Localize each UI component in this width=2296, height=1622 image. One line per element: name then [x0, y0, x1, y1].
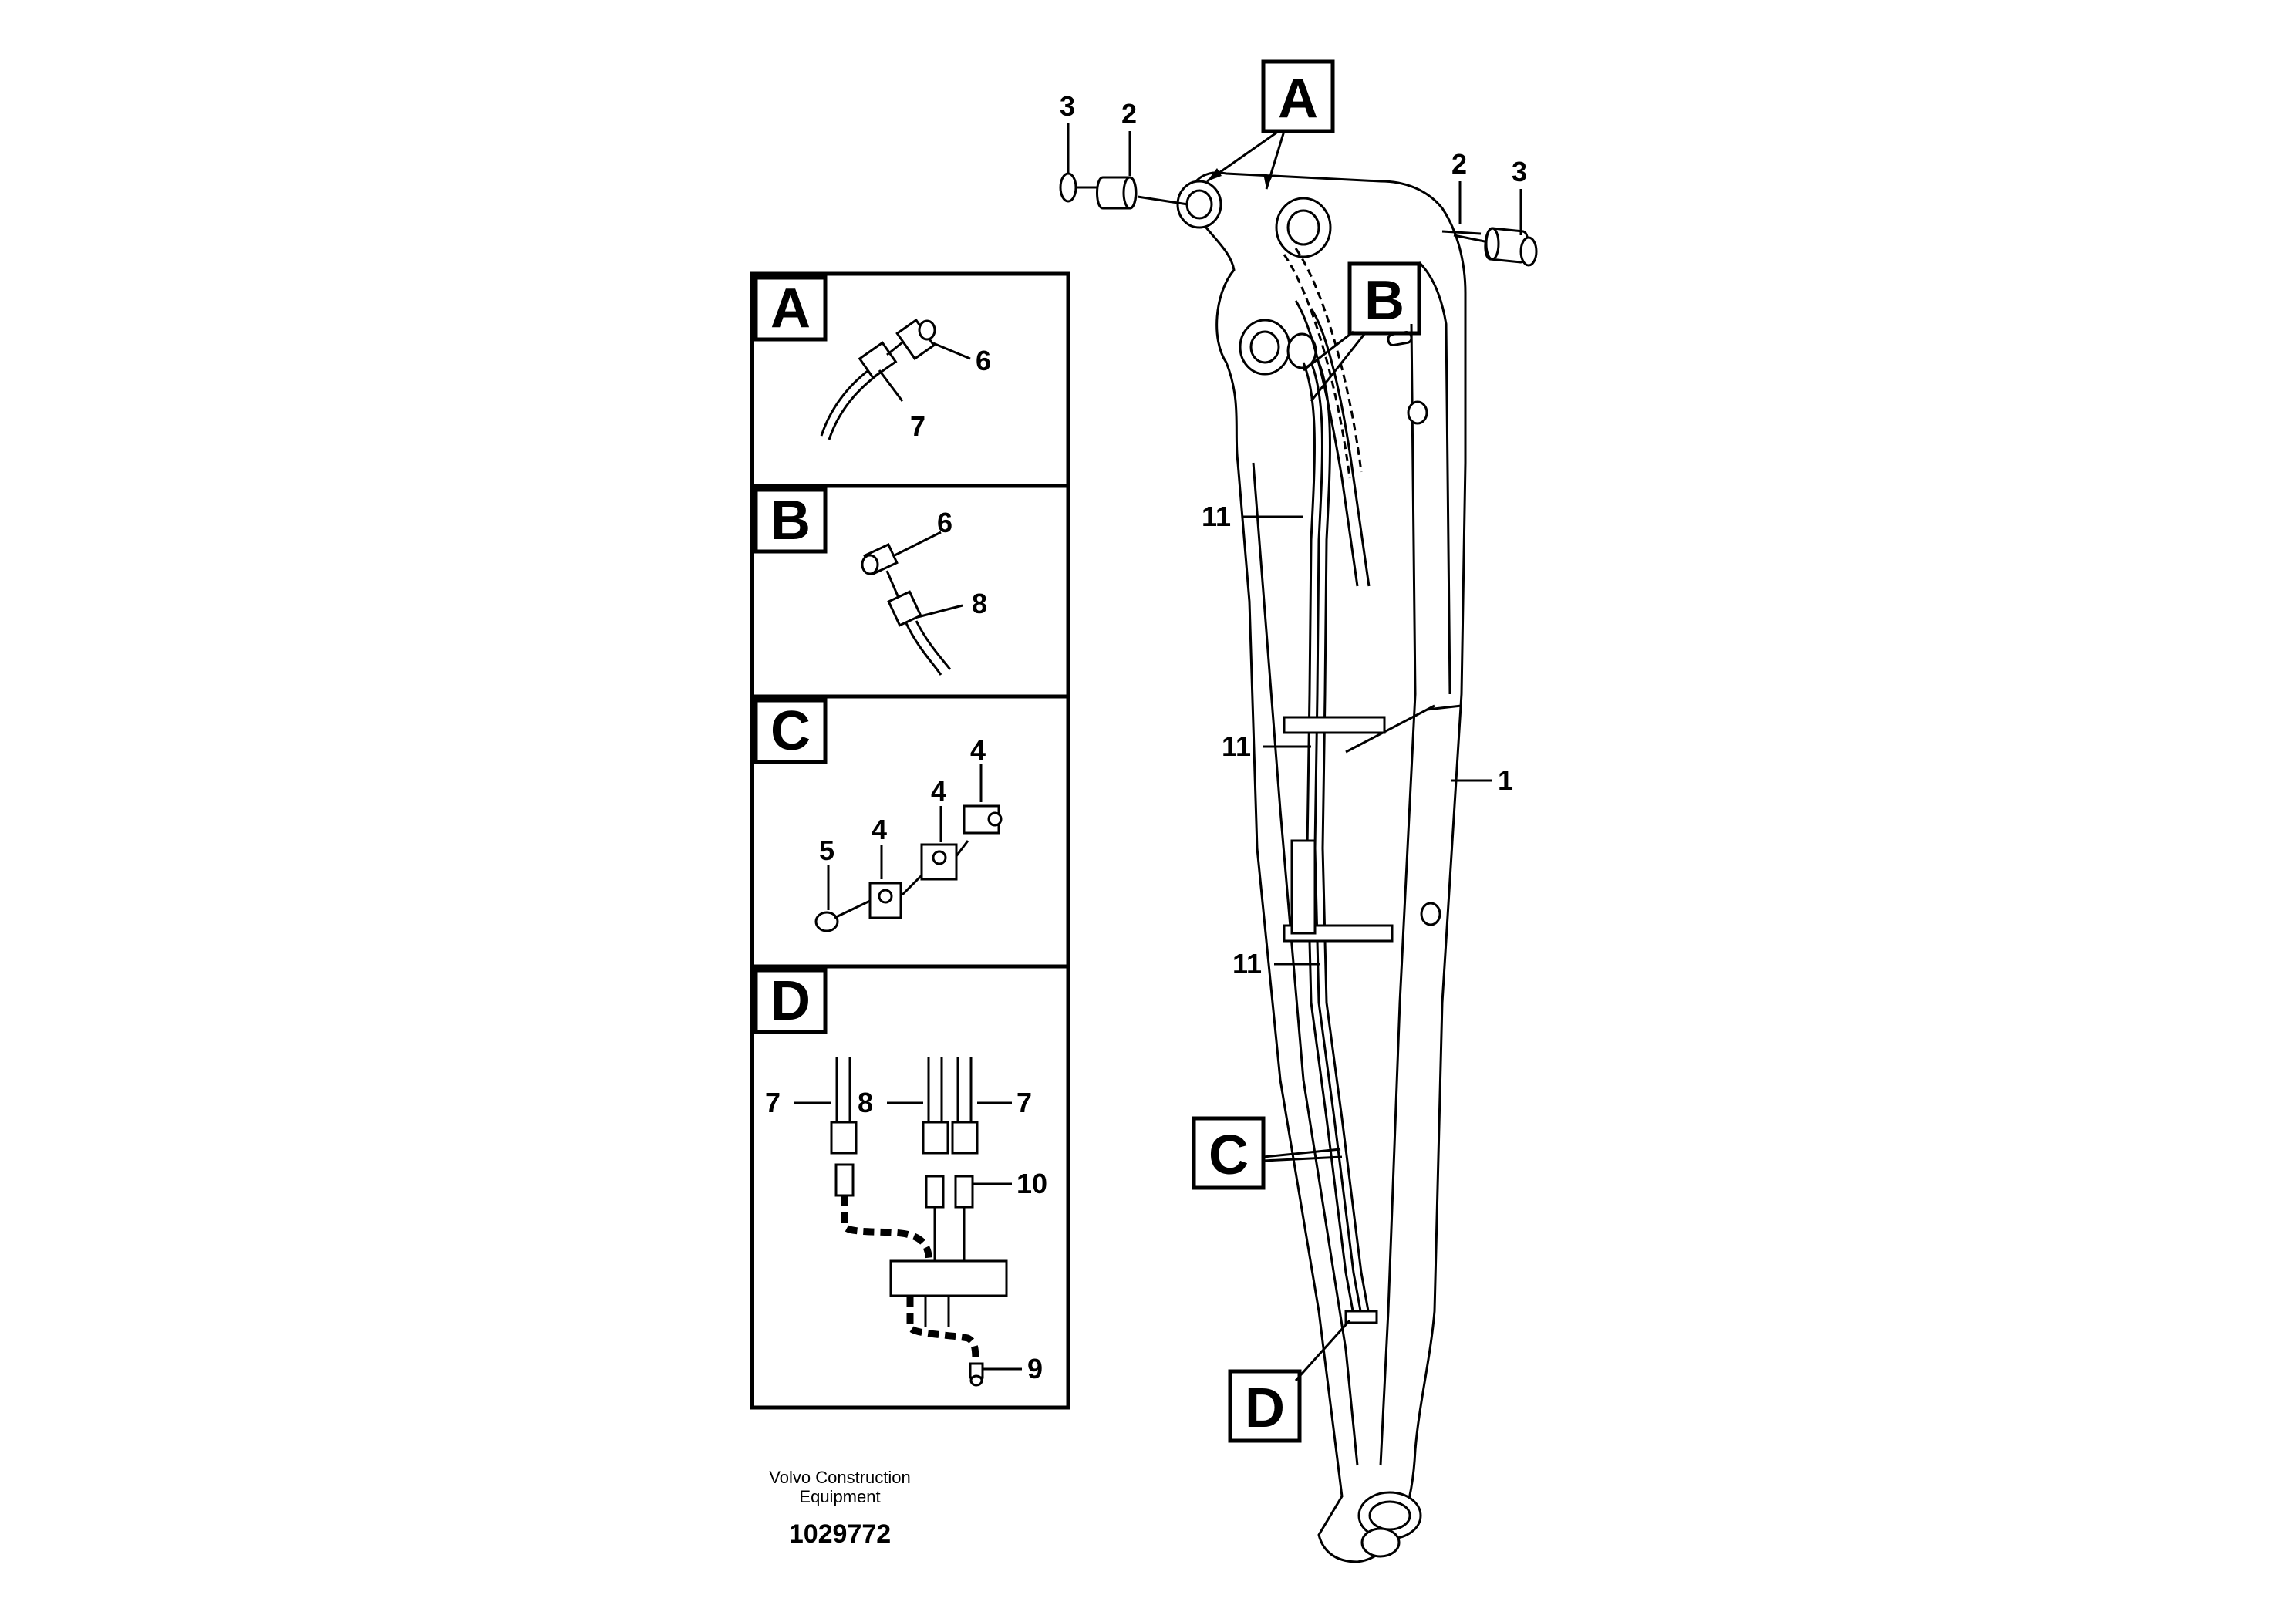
callout-2-right: 2	[1451, 148, 1467, 180]
detail-panel-a: A 6 7	[754, 275, 991, 442]
svg-text:D: D	[1245, 1378, 1285, 1439]
detail-panel-c: C 4 4 4 5	[754, 698, 1003, 932]
panel-b-callout-6: 6	[937, 507, 952, 538]
main-label-b: B	[1303, 261, 1421, 402]
detail-panel-frame	[750, 271, 1070, 1410]
panel-d-callout-7-left: 7	[765, 1087, 781, 1118]
callout-11-upper: 11	[1202, 501, 1231, 532]
panel-d-letter-box	[754, 968, 828, 1034]
svg-text:A: A	[1278, 68, 1318, 130]
left-o-ring	[1059, 172, 1077, 203]
panel-d-callout-8: 8	[858, 1087, 873, 1118]
drawing-number: 1029772	[789, 1519, 891, 1549]
panel-b-letter-box	[754, 487, 828, 554]
main-label-a: A	[1206, 59, 1335, 190]
callout-1-arm: 1	[1498, 764, 1513, 796]
main-callouts: 3 2 2 3 11 11 11 1	[1060, 90, 1527, 980]
callout-3-right: 3	[1512, 156, 1527, 187]
panel-c-letter: C	[770, 700, 811, 762]
footer-company-line2: Equipment	[799, 1487, 880, 1506]
footer-company-line1: Volvo Construction	[769, 1468, 910, 1487]
callout-3-left: 3	[1060, 90, 1075, 122]
panel-a-fitting-drawing	[820, 318, 936, 440]
panel-d-callout-7-right: 7	[1017, 1087, 1032, 1118]
right-o-ring	[1519, 236, 1538, 267]
panel-c-clamp-drawing	[814, 804, 1003, 932]
panel-c-callout-4b: 4	[931, 775, 946, 807]
panel-a-letter: A	[770, 278, 811, 339]
panel-b-callout-8: 8	[972, 588, 987, 619]
svg-text:C: C	[1209, 1125, 1249, 1186]
panel-b-letter: B	[770, 490, 811, 551]
detail-panel-b: B 6 8	[754, 487, 987, 676]
panel-c-callout-4a: 4	[970, 734, 986, 766]
panel-a-letter-box	[754, 275, 828, 342]
svg-text:B: B	[1364, 270, 1404, 332]
dipper-arm-drawing	[1176, 171, 1467, 1563]
main-label-c: C	[1192, 1116, 1343, 1190]
panel-d-letter: D	[770, 970, 811, 1032]
panel-a-callout-6: 6	[976, 345, 991, 376]
panel-d-callout-9: 9	[1027, 1353, 1043, 1384]
panel-a-callout-7: 7	[910, 410, 925, 442]
callout-2-left: 2	[1121, 98, 1137, 130]
detail-panel-d: D 7 8 7	[754, 968, 1047, 1387]
panel-c-callout-5: 5	[819, 835, 834, 866]
pin-assembly	[1059, 172, 1538, 267]
panel-c-letter-box	[754, 698, 828, 764]
left-bushing	[1096, 176, 1137, 210]
panel-b-fitting-drawing	[861, 543, 952, 676]
panel-c-callout-4c: 4	[872, 814, 887, 845]
callout-11-lower: 11	[1232, 948, 1262, 980]
panel-d-manifold-drawing	[830, 1057, 1008, 1387]
main-label-d: D	[1228, 1319, 1351, 1443]
panel-d-callout-10: 10	[1017, 1168, 1047, 1199]
callout-11-middle: 11	[1222, 730, 1251, 762]
footer-block: Volvo Construction Equipment 1029772	[769, 1468, 910, 1549]
